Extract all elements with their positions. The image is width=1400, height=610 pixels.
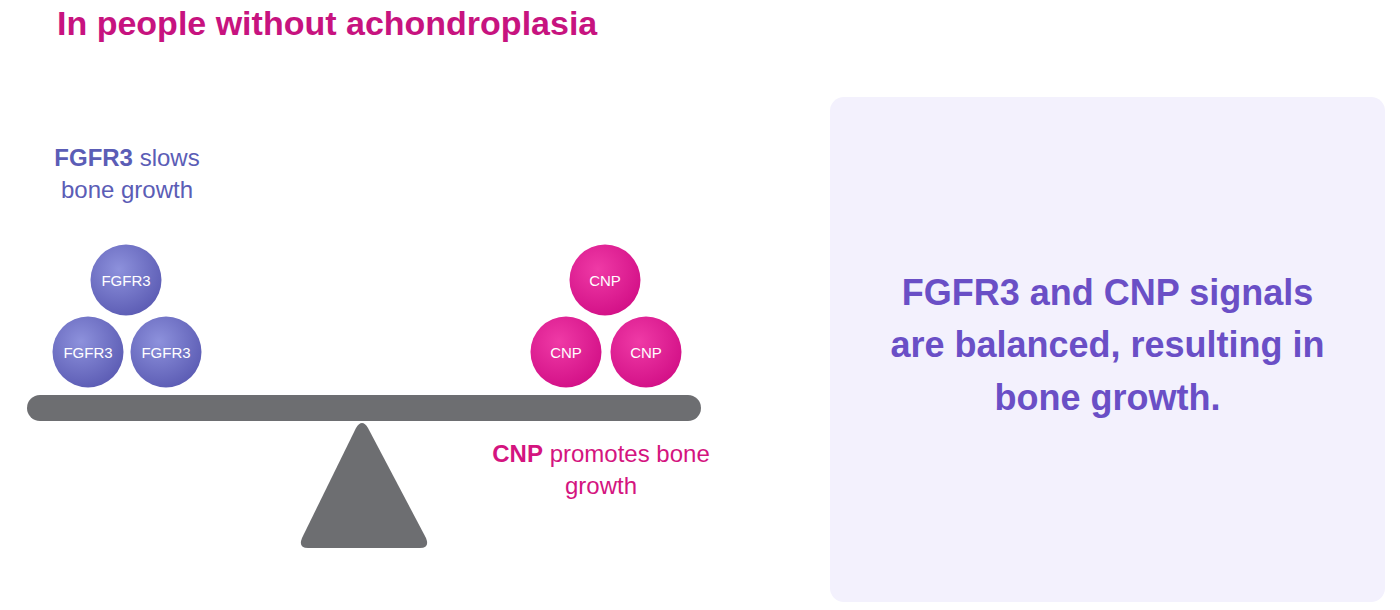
seesaw-beam [27,395,701,421]
summary-panel: FGFR3 and CNP signals are balanced, resu… [830,97,1385,602]
circle-fill [531,317,602,388]
seesaw-fulcrum [301,423,427,548]
molecule-label: CNP [610,316,682,388]
molecule-circle: CNP [569,244,641,316]
molecule-circle: CNP [610,316,682,388]
diagram-title: In people without achondroplasia [57,4,597,43]
circle-fill [131,317,202,388]
panel-ground [830,97,1385,602]
molecule-circle: FGFR3 [90,244,162,316]
circle-fill [53,317,124,388]
molecule-circle: FGFR3 [52,316,124,388]
molecule-label: CNP [569,244,641,316]
molecule-label: FGFR3 [52,316,124,388]
molecule-label: CNP [530,316,602,388]
molecule-circle: CNP [530,316,602,388]
molecule-circle: FGFR3 [130,316,202,388]
factor-effect: promotes bone growth [550,440,710,499]
summary-text: FGFR3 and CNP signals are balanced, resu… [878,267,1338,424]
factor-name: FGFR3 [54,144,133,171]
circle-fill [611,317,682,388]
molecule-label: FGFR3 [130,316,202,388]
factor-name: CNP [492,440,543,467]
caption-group: CNP promotes bone growth [491,438,711,503]
caption-group: FGFR3slows bone growth [37,142,217,207]
circle-fill [91,245,162,316]
molecule-label: FGFR3 [90,244,162,316]
circle-fill [570,245,641,316]
